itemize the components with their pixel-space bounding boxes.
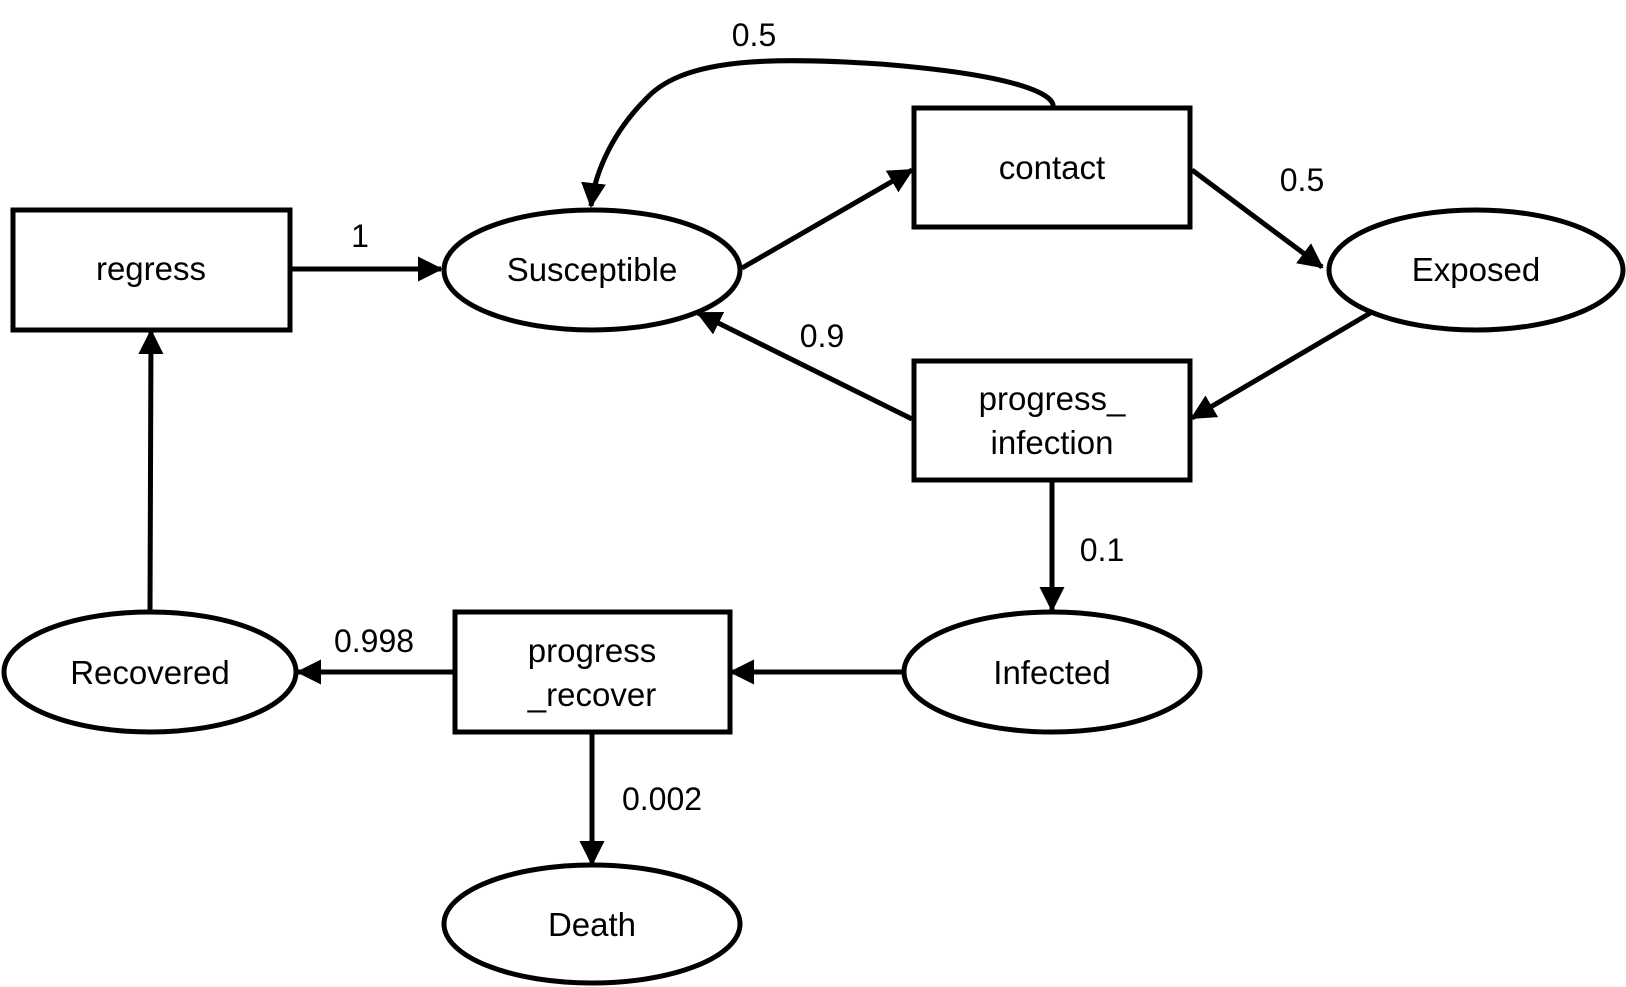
node-progress-infection-box xyxy=(911,358,1193,483)
node-progress-recover-box xyxy=(452,609,733,735)
edge-labels: 1 0.5 0.5 0.9 0.1 0.998 0.002 xyxy=(334,17,1324,817)
edge-susceptible-to-contact xyxy=(740,167,914,271)
node-death-label: Death xyxy=(548,906,636,943)
node-susceptible-ellipse xyxy=(441,207,743,333)
node-exposed-label: Exposed xyxy=(1412,251,1540,288)
node-death: Death xyxy=(441,862,743,986)
node-contact-box xyxy=(911,105,1193,230)
node-progress-recover: progress _recover xyxy=(452,609,733,735)
node-recovered-ellipse xyxy=(1,609,299,735)
edge-label-regress-to-susceptible: 1 xyxy=(351,218,369,254)
node-susceptible: Susceptible xyxy=(441,207,743,333)
edge-recovered-to-regress xyxy=(138,329,164,613)
edge-label-progress-recover-to-death: 0.002 xyxy=(622,781,702,817)
node-infected: Infected xyxy=(901,609,1203,735)
node-susceptible-label: Susceptible xyxy=(507,251,678,288)
edge-label-contact-to-susceptible: 0.5 xyxy=(732,17,776,53)
node-infected-label: Infected xyxy=(993,654,1110,691)
edge-label-progress-infection-to-infected: 0.1 xyxy=(1080,532,1124,568)
edge-exposed-to-progress-infection xyxy=(1190,309,1374,421)
node-regress-box xyxy=(10,207,293,333)
edge-contact-to-susceptible xyxy=(581,58,1056,208)
edge-label-progress-infection-to-susceptible: 0.9 xyxy=(800,318,844,354)
node-regress-label: regress xyxy=(96,250,206,287)
node-progress-infection-label-line-1: progress_ xyxy=(979,380,1126,417)
node-death-ellipse xyxy=(441,862,743,986)
node-progress-infection-label-line-2: infection xyxy=(991,424,1114,461)
node-contact: contact xyxy=(911,105,1193,230)
node-contact-label: contact xyxy=(999,149,1105,186)
edge-progress-infection-to-susceptible xyxy=(696,310,914,422)
node-infected-ellipse xyxy=(901,609,1203,735)
node-progress-recover-label-line-1: progress xyxy=(528,632,656,669)
node-recovered: Recovered xyxy=(1,609,299,735)
edge-label-contact-to-exposed: 0.5 xyxy=(1280,162,1324,198)
node-regress: regress xyxy=(10,207,293,333)
edges xyxy=(138,58,1374,867)
node-recovered-label: Recovered xyxy=(70,654,230,691)
node-exposed: Exposed xyxy=(1326,207,1626,333)
edge-contact-to-exposed xyxy=(1190,167,1324,270)
node-progress-recover-label-line-2: _recover xyxy=(527,676,656,713)
node-progress-infection: progress_ infection xyxy=(911,358,1193,483)
edge-label-progress-recover-to-recovered: 0.998 xyxy=(334,623,414,659)
node-exposed-ellipse xyxy=(1326,207,1626,333)
